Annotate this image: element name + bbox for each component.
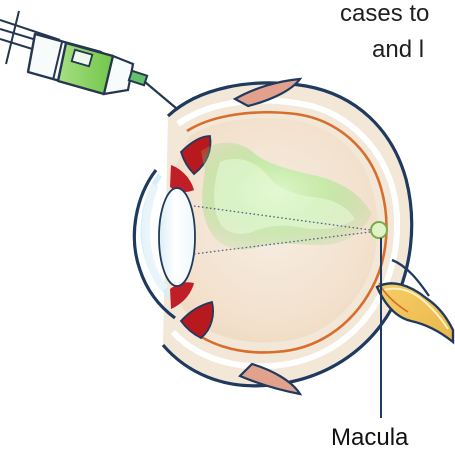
caption-line-2: and l [372,36,424,64]
eye-cross-section-icon [134,79,453,418]
lens [159,188,195,286]
macula-label: Macula [331,424,408,452]
caption-line-1: cases to [340,0,429,28]
macula-marker-icon [371,222,387,238]
